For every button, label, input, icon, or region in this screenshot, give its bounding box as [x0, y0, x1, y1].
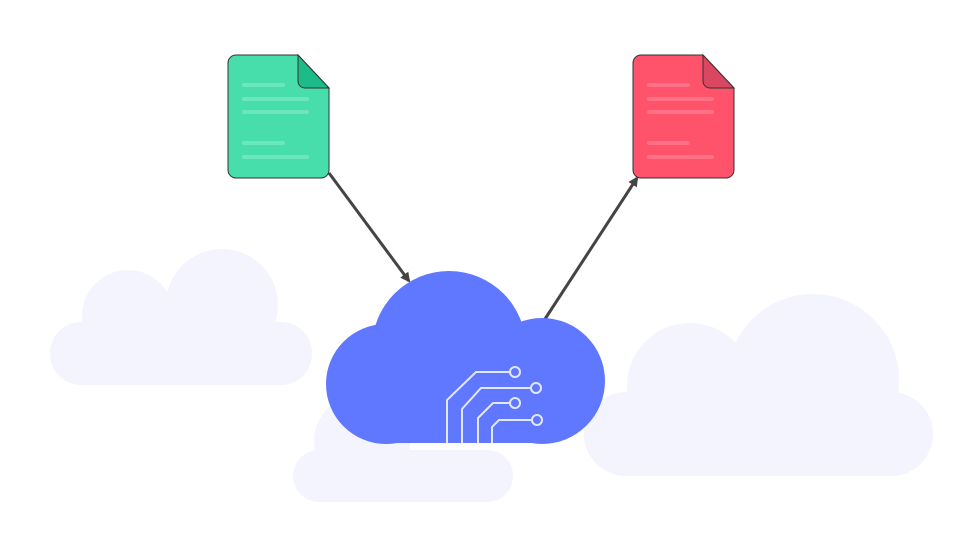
- background-cloud-right: [584, 294, 933, 476]
- background-cloud-left: [50, 249, 312, 385]
- source-document-icon[interactable]: [227, 53, 331, 179]
- cloud-circuit-icon[interactable]: [326, 271, 605, 444]
- target-document-icon[interactable]: [632, 53, 736, 179]
- arrow-source-to-cloud: [327, 172, 411, 283]
- arrow-cloud-to-target: [543, 176, 639, 320]
- circuit-lines: [446, 366, 543, 443]
